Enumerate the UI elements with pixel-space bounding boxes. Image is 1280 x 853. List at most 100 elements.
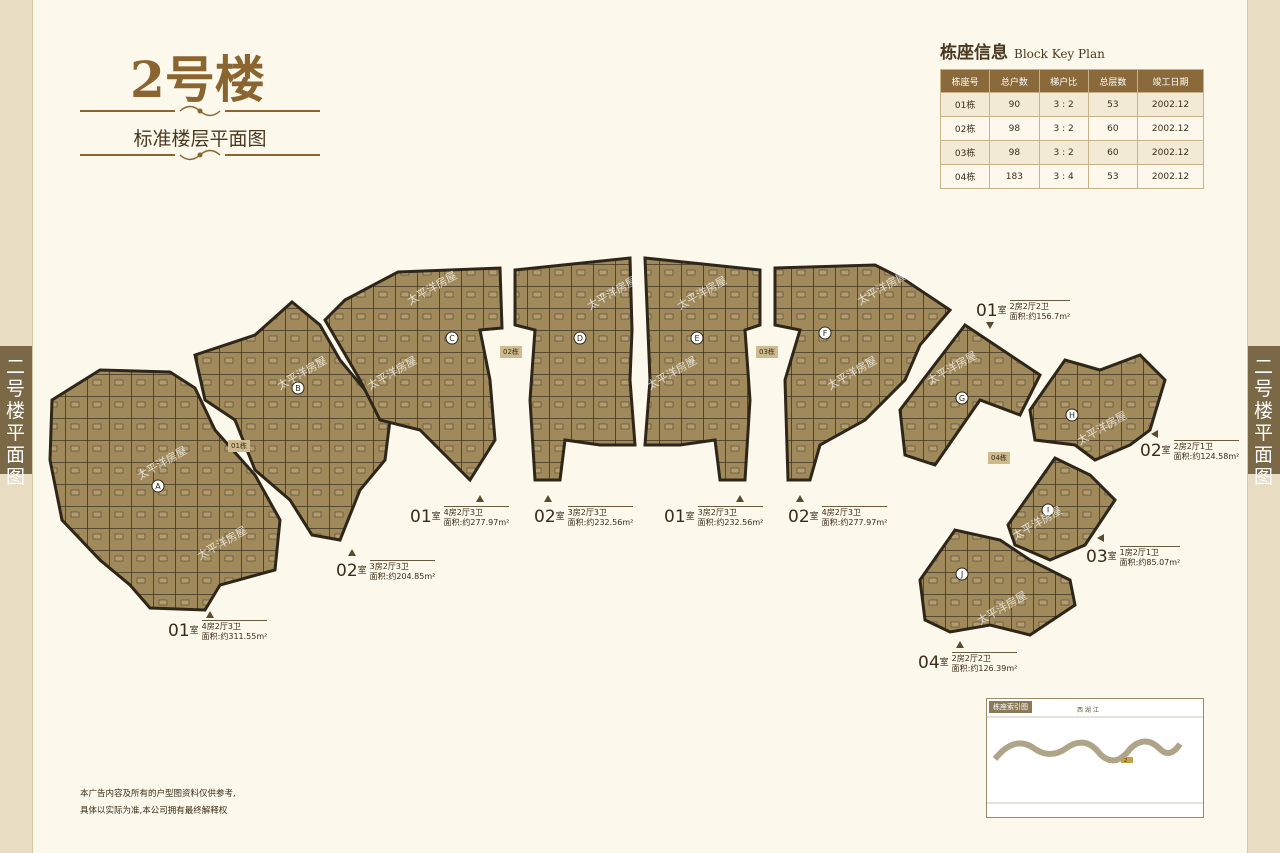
unit-number: 01 — [664, 507, 686, 527]
table-cell: 2002.12 — [1137, 116, 1204, 141]
index-map-drawing: 西 湖 江 2 — [987, 706, 1203, 804]
unit-marker-letter: I — [1047, 506, 1049, 515]
index-map-title: 栋座索引图 — [989, 701, 1032, 713]
unit-marker-H — [1065, 408, 1079, 422]
ornament-divider-icon — [80, 149, 320, 161]
unit-room-suffix: 室 — [1107, 552, 1117, 562]
side-tab-char: 图 — [5, 466, 26, 488]
unit-marker-letter: F — [823, 329, 828, 338]
unit-marker-letter: B — [295, 384, 301, 393]
unit-area: 面积:约85.07m² — [1119, 558, 1181, 567]
column-header: 竣工日期 — [1137, 69, 1204, 93]
unit-layout: 3房2厅3卫 — [567, 508, 607, 517]
table-cell: 2002.12 — [1137, 92, 1204, 117]
table-cell: 01栋 — [939, 92, 991, 117]
unit-number: 02 — [1140, 441, 1162, 461]
table-cell: 60 — [1087, 140, 1139, 165]
unit-marker-D — [573, 331, 587, 345]
unit-marker-letter: D — [577, 334, 583, 343]
unit-marker-letter: H — [1069, 411, 1075, 420]
unit-room-suffix: 室 — [939, 658, 949, 668]
table-cell: 98 — [989, 116, 1040, 141]
index-map-marker: 2 — [1124, 758, 1127, 764]
table-cell: 02栋 — [939, 116, 991, 141]
unit-room-suffix: 室 — [431, 512, 441, 522]
unit-spec: 4房2厅3卫面积:约277.97m² — [821, 506, 888, 528]
unit-layout: 3房2厅3卫 — [697, 508, 737, 517]
column-header: 梯户比 — [1038, 69, 1089, 93]
unit-plan-B — [193, 300, 392, 542]
key-plan-title-cn: 栋座信息 — [940, 43, 1008, 63]
left-side-strip: 二 号 楼 平 面 图 — [0, 0, 33, 853]
unit-area: 面积:约124.58m² — [1173, 452, 1240, 461]
unit-marker-G — [955, 391, 969, 405]
unit-layout: 1房2厅1卫 — [1119, 548, 1159, 557]
unit-marker-letter: E — [694, 334, 699, 343]
tower-tag-01: 01栋 — [228, 440, 250, 452]
unit-area: 面积:约232.56m² — [697, 518, 764, 527]
disclaimer: 本广告内容及所有的户型图资料仅供参考, 具体以实际为准,本公司拥有最终解释权 — [80, 786, 236, 820]
table-cell: 183 — [989, 164, 1040, 189]
column-header: 栋座号 — [939, 69, 991, 93]
tower-tag-02: 02栋 — [500, 346, 522, 358]
unit-spec: 4房2厅3卫面积:约311.55m² — [201, 620, 268, 642]
unit-room-suffix: 室 — [997, 306, 1007, 316]
unit-room-suffix: 室 — [357, 566, 367, 576]
unit-layout: 2房2厅2卫 — [951, 654, 991, 663]
column-header: 总户数 — [989, 69, 1040, 93]
unit-marker-letter: G — [959, 394, 965, 403]
unit-room-suffix: 室 — [685, 512, 695, 522]
index-map-road-label: 西 湖 江 — [1077, 706, 1099, 714]
table-header-row: 栋座号 总户数 梯户比 总层数 竣工日期 — [939, 69, 1204, 93]
key-plan-table: 栋座号 总户数 梯户比 总层数 竣工日期 01栋 90 3 : 2 53 200… — [939, 69, 1204, 189]
unit-spec: 3房2厅3卫面积:约232.56m² — [567, 506, 634, 528]
building-title: 2号楼 — [130, 50, 265, 109]
table-cell: 53 — [1087, 164, 1139, 189]
side-tab-char: 图 — [1253, 466, 1274, 488]
table-cell: 98 — [989, 140, 1040, 165]
side-tab-char: 号 — [5, 378, 26, 400]
unit-room-suffix: 室 — [1161, 446, 1171, 456]
unit-marker-B — [291, 381, 305, 395]
unit-spec: 3房2厅3卫面积:约232.56m² — [697, 506, 764, 528]
unit-spec: 2房2厅1卫面积:约124.58m² — [1173, 440, 1240, 462]
ornament-divider-icon — [80, 105, 320, 117]
unit-layout: 4房2厅3卫 — [821, 508, 861, 517]
unit-plan-D — [513, 256, 637, 482]
unit-room-suffix: 室 — [189, 626, 199, 636]
unit-number: 03 — [1086, 547, 1108, 567]
unit-area: 面积:约232.56m² — [567, 518, 634, 527]
unit-area: 面积:约156.7m² — [1009, 312, 1071, 321]
unit-area: 面积:约311.55m² — [201, 632, 268, 641]
title-block: 2号楼 标准楼层平面图 — [80, 40, 320, 161]
table-row: 04栋 183 3 : 4 53 2002.12 — [939, 164, 1204, 189]
unit-layout: 2房2厅2卫 — [1009, 302, 1049, 311]
unit-layout: 3房2厅3卫 — [369, 562, 409, 571]
side-tab-left: 二 号 楼 平 面 图 — [0, 346, 32, 488]
unit-area: 面积:约204.85m² — [369, 572, 436, 581]
unit-room-suffix: 室 — [555, 512, 565, 522]
unit-marker-letter: A — [155, 482, 161, 491]
unit-marker-letter: J — [960, 570, 963, 579]
column-header: 总层数 — [1087, 69, 1139, 93]
unit-plan-F — [773, 263, 953, 482]
unit-number: 02 — [788, 507, 810, 527]
unit-marker-J — [955, 567, 969, 581]
side-tab-char: 面 — [1253, 444, 1274, 466]
unit-plan-G — [898, 322, 1042, 467]
table-cell: 90 — [989, 92, 1040, 117]
side-tab-char: 楼 — [1253, 400, 1274, 422]
disclaimer-line: 本广告内容及所有的户型图资料仅供参考, — [80, 789, 236, 799]
building-index-map: 栋座索引图 西 湖 江 2 — [986, 698, 1204, 818]
unit-plan-A — [48, 368, 282, 612]
side-tab-char: 二 — [5, 356, 26, 378]
unit-number: 01 — [976, 301, 998, 321]
side-tab-char: 平 — [5, 422, 26, 444]
